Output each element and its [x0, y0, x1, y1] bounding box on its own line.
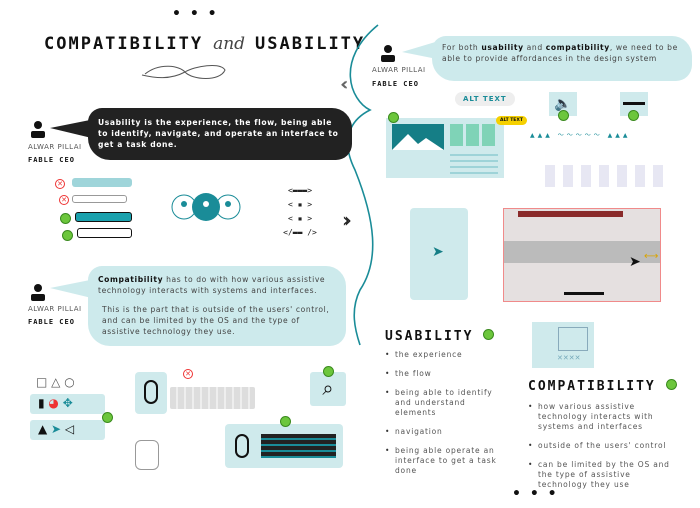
list-item: how various assistive technology interac… — [528, 402, 678, 432]
person-icon — [31, 284, 45, 301]
alt-text-label: ALT TEXT — [455, 92, 515, 106]
quote-bold: compatibility — [545, 43, 610, 52]
alt-text-illustration — [386, 118, 504, 178]
compatibility-quote-bubble: Compatibility has to do with how various… — [88, 266, 346, 346]
divider-curve — [346, 24, 379, 346]
usability-heading-text: USABILITY — [385, 329, 474, 344]
list-item: the flow — [385, 369, 510, 379]
wireframe-card: ✕✕✕✕ — [532, 322, 594, 368]
x-mark-icon: ✕ — [183, 369, 193, 379]
x-mark-icon: ✕ — [59, 195, 69, 205]
title-compatibility: COMPATIBILITY — [44, 34, 204, 54]
compatibility-list: how various assistive technology interac… — [528, 402, 678, 499]
title-usability: USABILITY — [255, 34, 366, 54]
selection-mockup: ⟷ ➤ — [503, 208, 661, 302]
title-and: and — [213, 34, 246, 54]
check-icon — [60, 213, 71, 224]
code-tags-illustration: <▬▬▬>< ▪ >< ▪ ></▬▬ /> — [283, 186, 317, 237]
mouse-panel — [135, 372, 167, 414]
speaker-name: ALWAR PILLAI — [28, 143, 82, 151]
phone-mockup: ➤ — [410, 208, 468, 300]
infinity-squiggle — [141, 65, 226, 79]
ellipsis-top: • • • — [172, 6, 219, 22]
list-item: can be limited by the OS and the type of… — [528, 460, 678, 490]
magnifier-icon: ⌕ — [310, 372, 346, 406]
check-icon — [62, 230, 73, 241]
speaker-role: FABLE CEO — [28, 318, 75, 326]
list-item: outside of the users' control — [528, 441, 678, 451]
compatibility-heading: COMPATIBILITY — [528, 379, 677, 394]
bubble-tail — [50, 278, 100, 300]
people-grid — [545, 165, 665, 187]
both-quote-bubble: For both usability and compatibility, we… — [432, 36, 692, 81]
x-mark-icon: ✕ — [55, 179, 65, 189]
speaker-name: ALWAR PILLAI — [372, 66, 426, 74]
people-row: ▲▲▲ ～～～～～ ▲▲▲ — [530, 132, 631, 139]
quote-bold: Usability — [98, 118, 142, 127]
usability-quote-bubble: Usability is the experience, the flow, b… — [88, 108, 352, 160]
ellipsis-bottom: • • • — [512, 486, 559, 502]
speaker-name: ALWAR PILLAI — [28, 305, 82, 313]
chevrons-right-icon: ›› — [342, 208, 352, 232]
shapes-illustration: □ △ ○ ▮ ◕ ✥ ▲ ➤ ◁ — [30, 370, 113, 445]
check-icon — [388, 112, 399, 123]
people-circles-illustration — [171, 193, 241, 221]
list-item: the experience — [385, 350, 510, 360]
check-icon — [628, 110, 639, 121]
quote-text: For both — [442, 43, 482, 52]
check-icon — [483, 329, 495, 340]
check-icon — [558, 110, 569, 121]
buttons-illustration: ✕ ✕ — [55, 175, 140, 243]
quote-text: and — [523, 43, 546, 52]
check-icon — [665, 379, 677, 390]
person-icon — [31, 121, 45, 138]
alt-text-tag: ALT TEXT — [496, 116, 527, 125]
quote-bold: usability — [481, 43, 524, 52]
quote-text: has to do with how various assistive tec… — [98, 275, 326, 295]
speaker-role: FABLE CEO — [28, 156, 75, 164]
quote-text-2: This is the part that is outside of the … — [102, 305, 330, 336]
list-item: being able operate an interface to get a… — [385, 446, 510, 476]
person-icon — [381, 45, 395, 62]
list-item: being able to identify and understand el… — [385, 388, 510, 418]
usability-list: the experience the flow being able to id… — [385, 350, 510, 485]
chevrons-left-icon: ‹‹ — [340, 74, 350, 95]
quote-bold: Compatibility — [98, 275, 164, 284]
outline-shape — [135, 440, 159, 470]
usability-heading: USABILITY — [385, 329, 495, 344]
keyboard-illustration — [170, 387, 255, 409]
check-icon — [102, 412, 113, 423]
speaker-role: FABLE CEO — [372, 80, 419, 88]
page-title: COMPATIBILITY and USABILITY — [44, 34, 365, 54]
check-icon — [323, 366, 334, 377]
check-icon — [280, 416, 291, 427]
speaker-icon: 🔈 — [549, 92, 577, 116]
compatibility-heading-text: COMPATIBILITY — [528, 379, 656, 394]
quote-text: , we need to be able to provide affordan… — [442, 43, 678, 63]
mouse-keyboard-panel — [225, 424, 343, 468]
quote-text: is the experience, the flow, being able … — [98, 118, 339, 149]
list-item: navigation — [385, 427, 510, 437]
bubble-tail — [50, 118, 100, 140]
